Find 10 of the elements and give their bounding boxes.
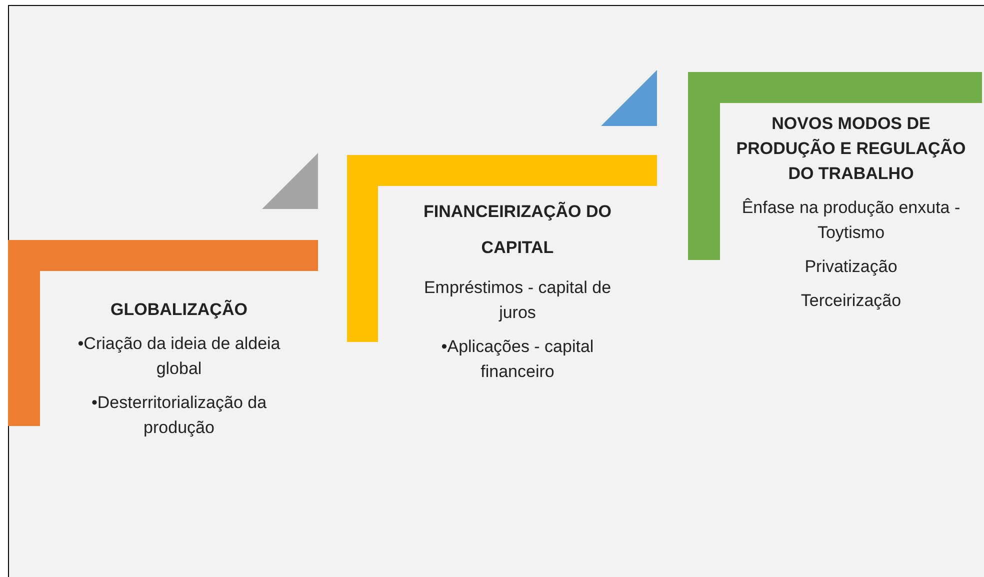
step-heading: NOVOS MODOS DE PRODUÇÃO E REGULAÇÃO DO TRABALHO — [735, 113, 967, 185]
step-text: Empréstimos - capital de juros — [422, 277, 612, 324]
step-text: •Desterritorialização da produção — [90, 392, 268, 439]
step-text: Privatização — [804, 256, 898, 278]
step-text: •Criação da ideia de aldeia global — [76, 333, 282, 380]
step-text: Terceirização — [800, 290, 902, 312]
step-text: Ênfase na produção enxuta - Toytismo — [740, 197, 962, 244]
step-heading: FINANCEIRIZAÇÃO DO CAPITAL — [422, 200, 612, 259]
step-text: •Aplicações - capital financeiro — [440, 336, 595, 383]
step-heading: GLOBALIZAÇÃO — [110, 298, 248, 321]
